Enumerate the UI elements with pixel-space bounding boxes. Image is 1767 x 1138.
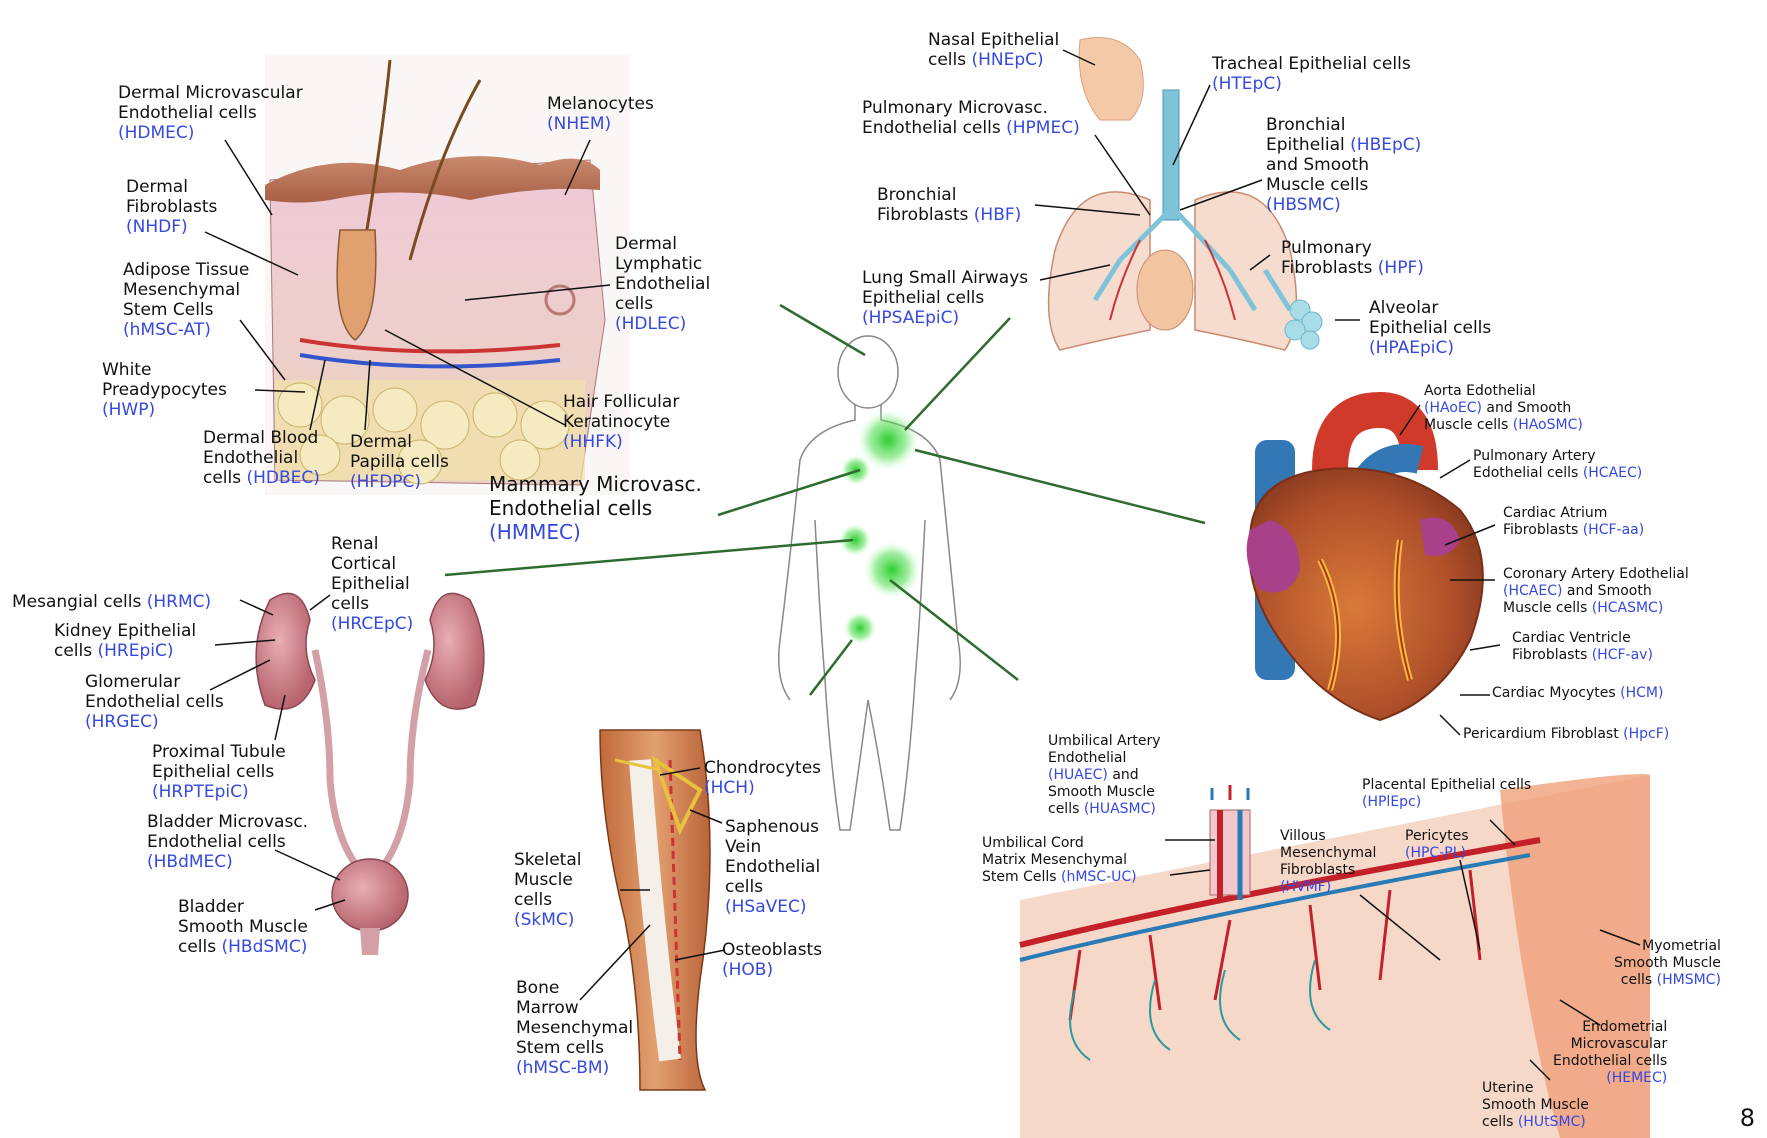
label-hpaec: Pulmonary Artery Edothelial cells (HCAEC… xyxy=(1473,448,1642,482)
label-hbf: Bronchial Fibroblasts (HBF) xyxy=(877,185,1021,225)
label-hpsaepic: Lung Small Airways Epithelial cells (HPS… xyxy=(862,268,1028,328)
label-hsavec: Saphenous Vein Endothelial cells (HSaVEC… xyxy=(725,817,820,917)
label-hplepc: Placental Epithelial cells (HPlEpc) xyxy=(1362,777,1531,811)
label-nhdf: Dermal Fibroblasts (NHDF) xyxy=(126,177,217,237)
label-hdmec: Dermal Microvascular Endothelial cells (… xyxy=(118,83,303,143)
label-hrptepic: Proximal Tubule Epithelial cells (HRPTEp… xyxy=(152,742,286,802)
label-hob: Osteoblasts (HOB) xyxy=(722,940,822,980)
label-hbdmec: Bladder Microvasc. Endothelial cells (HB… xyxy=(147,812,308,872)
label-hmsc-uc: Umbilical Cord Matrix Mesenchymal Stem C… xyxy=(982,835,1137,886)
label-hcm: Cardiac Myocytes (HCM) xyxy=(1492,685,1663,702)
label-hrmc: Mesangial cells (HRMC) xyxy=(12,592,211,612)
label-nhem: Melanocytes (NHEM) xyxy=(547,94,654,134)
page-number: 8 xyxy=(1740,1104,1755,1132)
label-hpcf: Pericardium Fibroblast (HpcF) xyxy=(1463,726,1669,743)
label-hwp: White Preadypocytes (HWP) xyxy=(102,360,227,420)
label-hrcepc: Renal Cortical Epithelial cells (HRCEpC) xyxy=(331,534,413,634)
label-hmsc-bm: Bone Marrow Mesenchymal Stem cells (hMSC… xyxy=(516,978,633,1078)
label-hbdsmc: Bladder Smooth Muscle cells (HBdSMC) xyxy=(178,897,308,957)
label-hch: Chondrocytes (HCH) xyxy=(704,758,821,798)
label-hpc-pl: Pericytes (HPC-PL) xyxy=(1405,828,1469,862)
label-hnepc: Nasal Epithelial cells (HNEpC) xyxy=(928,30,1059,70)
label-htepc: Tracheal Epithelial cells (HTEpC) xyxy=(1212,54,1411,94)
label-hdbec: Dermal Blood Endothelial cells (HDBEC) xyxy=(203,428,320,488)
label-hfdpc: Dermal Papilla cells (HFDPC) xyxy=(350,432,449,492)
label-hcf-av: Cardiac Ventricle Fibroblasts (HCF-av) xyxy=(1512,630,1653,664)
label-hbepc: Bronchial Epithelial (HBEpC) and Smooth … xyxy=(1266,115,1421,215)
label-hcf-aa: Cardiac Atrium Fibroblasts (HCF-aa) xyxy=(1503,505,1644,539)
label-hrgec: Glomerular Endothelial cells (HRGEC) xyxy=(85,672,224,732)
glow-leg xyxy=(844,612,876,644)
label-hpaepic: Alveolar Epithelial cells (HPAEpiC) xyxy=(1369,298,1491,358)
label-hmsmc: Myometrial Smooth Muscle cells (HMSMC) xyxy=(1614,938,1721,989)
label-hpf: Pulmonary Fibroblasts (HPF) xyxy=(1281,238,1424,278)
label-hdlec: Dermal Lymphatic Endothelial cells (HDLE… xyxy=(615,234,710,334)
label-skmc: Skeletal Muscle cells (SkMC) xyxy=(514,850,581,930)
label-hcaec: Coronary Artery Edothelial (HCAEC) and S… xyxy=(1503,566,1689,617)
label-hvmf: Villous Mesenchymal Fibroblasts (HVMF) xyxy=(1280,828,1376,896)
label-hemec: Endometrial Microvascular Endothelial ce… xyxy=(1553,1019,1667,1087)
label-hpmec: Pulmonary Microvasc. Endothelial cells (… xyxy=(862,98,1080,138)
label-hmsc-at: Adipose Tissue Mesenchymal Stem Cells (h… xyxy=(123,260,249,340)
heart-illustration xyxy=(1247,410,1483,720)
label-hmmec: Mammary Microvasc. Endothelial cells (HM… xyxy=(489,472,702,544)
label-haoec: Aorta Edothelial (HAoEC) and Smooth Musc… xyxy=(1424,383,1583,434)
label-huaec: Umbilical Artery Endothelial (HUAEC) and… xyxy=(1048,733,1161,818)
label-hutsmc: Uterine Smooth Muscle cells (HUtSMC) xyxy=(1482,1080,1589,1131)
label-hrepic: Kidney Epithelial cells (HREpiC) xyxy=(54,621,196,661)
glow-heart xyxy=(864,542,920,598)
label-hhfk: Hair Follicular Keratinocyte (HHFK) xyxy=(563,392,679,452)
